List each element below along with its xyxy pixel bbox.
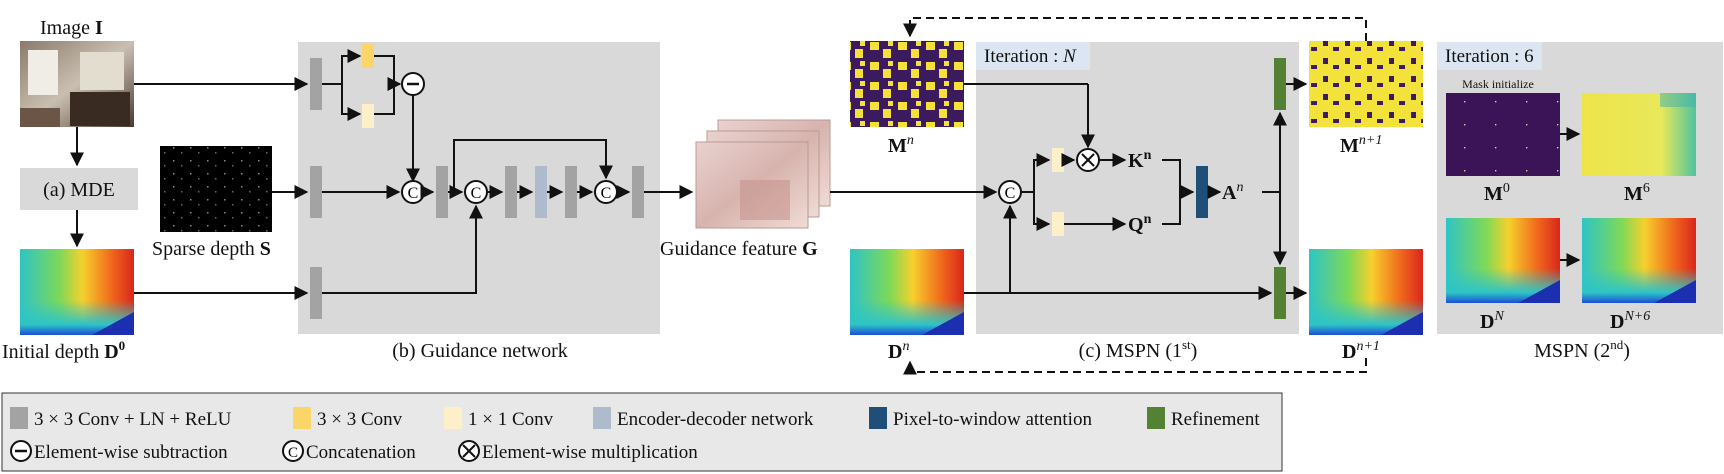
conv-relu-block — [436, 166, 448, 218]
refinement-block — [1274, 58, 1286, 110]
legend-swatch-refinement — [1147, 407, 1165, 429]
concat-icon: C — [594, 180, 618, 204]
edge — [1033, 153, 1051, 192]
depth-N-label: DN — [1480, 309, 1504, 333]
mask-feedback-loop — [903, 17, 1367, 41]
legend-swatch-conv1 — [444, 407, 462, 429]
conv1-block — [362, 104, 374, 128]
legend-swatch-attention — [869, 407, 887, 429]
depth-N6-image — [1582, 218, 1696, 303]
query-label: Qn — [1128, 212, 1152, 236]
refinement-block — [1274, 267, 1286, 319]
depth-n1-label: Dn+1 — [1342, 339, 1380, 363]
legend-box — [1, 392, 1283, 472]
mde-label: (a) MDE — [43, 179, 115, 201]
sparse-depth-label: Sparse depth S — [152, 238, 271, 260]
iteration-n-label: Iteration : N — [984, 46, 1077, 67]
legend-label-conv-relu: 3 × 3 Conv + LN + ReLU — [34, 409, 232, 430]
legend-multiplication-icon — [458, 440, 480, 462]
conv1-block — [1052, 148, 1064, 172]
depth-n1-image — [1309, 249, 1423, 335]
svg-text:C: C — [1005, 185, 1016, 202]
input-rgb-image — [20, 41, 134, 127]
legend-swatch-conv-relu — [10, 407, 28, 429]
guidance-feature-label: Guidance feature G — [660, 238, 818, 260]
mde-box — [20, 168, 138, 210]
legend-label-conv1: 1 × 1 Conv — [468, 409, 554, 430]
concat-icon: C — [464, 180, 488, 204]
conv-relu-block — [632, 166, 644, 218]
concat-icon: C — [998, 180, 1022, 204]
edge — [341, 49, 362, 84]
legend-label-multiplication: Element-wise multiplication — [482, 442, 698, 463]
mask-n1-image — [1309, 41, 1423, 127]
attention-label: An — [1222, 180, 1243, 204]
legend-swatch-conv3 — [293, 407, 311, 429]
depth-feedback-loop — [903, 358, 1367, 375]
mask-0-image — [1446, 93, 1560, 176]
legend-label-concat: Concatenation — [306, 442, 416, 463]
initial-depth-image — [20, 249, 134, 335]
depth-N-image — [1446, 218, 1560, 303]
svg-text:C: C — [601, 185, 612, 202]
mask-6-label: M6 — [1624, 181, 1650, 205]
mask-n-image — [850, 41, 964, 127]
mask-6-image — [1582, 93, 1696, 176]
svg-text:C: C — [288, 445, 298, 461]
conv-relu-block — [310, 58, 322, 110]
guidance-feature-stack — [695, 119, 831, 229]
mask-initialize-label: Mask initialize — [1462, 77, 1534, 91]
legend-label-refinement: Refinement — [1171, 409, 1260, 430]
conv-relu-block — [310, 166, 322, 218]
mspn-1st-label: (c) MSPN (1st) — [1079, 337, 1198, 362]
legend-concat-icon: C — [282, 440, 304, 462]
conv3-block — [362, 44, 374, 68]
mspn-2nd-label: MSPN (2nd) — [1534, 337, 1630, 362]
svg-text:C: C — [408, 185, 419, 202]
initial-depth-label: Initial depth D0 — [2, 338, 125, 363]
legend-label-encdec: Encoder-decoder network — [617, 409, 814, 430]
iteration-6-label: Iteration : 6 — [1445, 46, 1534, 67]
encoder-decoder-block — [535, 166, 547, 218]
iteration-n-tag — [976, 42, 1090, 70]
key-label: Kn — [1128, 148, 1152, 172]
depth-n-image — [850, 249, 964, 335]
attention-block — [1196, 166, 1208, 218]
mspn-1st-panel — [976, 42, 1299, 334]
edge — [341, 84, 362, 121]
edge — [1033, 192, 1051, 231]
depth-N6-label: DN+6 — [1610, 309, 1650, 333]
multiplication-icon — [1076, 148, 1100, 172]
depth-n-label: Dn — [888, 339, 909, 363]
legend-subtraction-icon — [10, 440, 32, 462]
legend-label-attention: Pixel-to-window attention — [893, 409, 1092, 430]
mask-n1-label: Mn+1 — [1340, 133, 1382, 157]
svg-text:C: C — [471, 185, 482, 202]
guidance-network-label: (b) Guidance network — [392, 340, 568, 362]
legend-label-subtraction: Element-wise subtraction — [34, 442, 228, 463]
image-label: Image I — [40, 17, 103, 39]
concat-icon: C — [401, 180, 425, 204]
conv-relu-block — [505, 166, 517, 218]
conv-relu-block — [565, 166, 577, 218]
iteration-6-tag — [1437, 42, 1542, 70]
conv-relu-block — [310, 267, 322, 319]
mask-0-label: M0 — [1484, 181, 1510, 205]
legend-swatch-encdec — [593, 407, 611, 429]
subtraction-icon — [401, 72, 425, 96]
skip-connection — [453, 139, 613, 192]
legend-label-conv3: 3 × 3 Conv — [317, 409, 403, 430]
sparse-depth-image — [160, 146, 272, 232]
conv1-block — [1052, 212, 1064, 236]
edge — [322, 204, 483, 294]
mask-n-label: Mn — [888, 133, 914, 157]
